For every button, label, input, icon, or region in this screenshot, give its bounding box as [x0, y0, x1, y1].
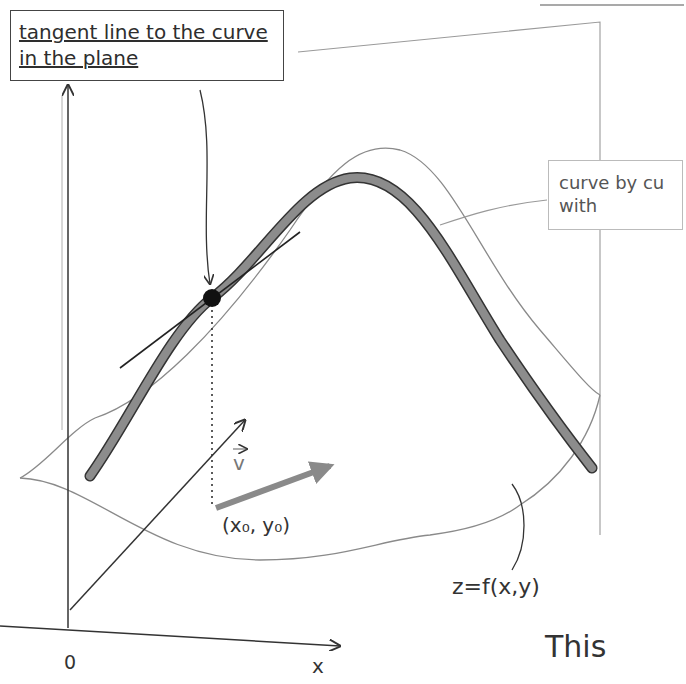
y-axis: [70, 420, 245, 610]
callout-text: curve by cu with: [559, 171, 671, 218]
vector-arrow-mark: [233, 448, 247, 449]
vertical-plane: [298, 22, 600, 535]
callout-box: curve by cu with: [548, 160, 683, 230]
x-axis: [0, 626, 340, 646]
underline: [540, 4, 684, 5]
intersection-curve-outline: [90, 178, 592, 476]
projection-line: [211, 310, 213, 508]
intersection-curve: [90, 178, 592, 476]
tangent-point: [203, 289, 221, 307]
callout-box: tangent line to the curve in the plane: [10, 10, 284, 81]
z-axis: [67, 85, 69, 628]
note-text: This: [545, 630, 606, 665]
origin-label: 0: [64, 652, 76, 674]
leader-line: [512, 484, 524, 570]
callout-text: tangent line to the curve in the plane: [19, 19, 274, 71]
axis-label: x: [312, 655, 324, 678]
tangent-line: [120, 232, 300, 368]
function-label: z=f(x,y): [452, 574, 540, 599]
point-label: (x₀, y₀): [222, 514, 290, 537]
leader-line: [200, 90, 210, 284]
surface-left-edge: [20, 418, 95, 478]
leader-line: [440, 200, 547, 225]
surface-front-edge: [20, 395, 600, 560]
vector-label: v: [233, 452, 245, 475]
plane-edge: [62, 95, 63, 430]
